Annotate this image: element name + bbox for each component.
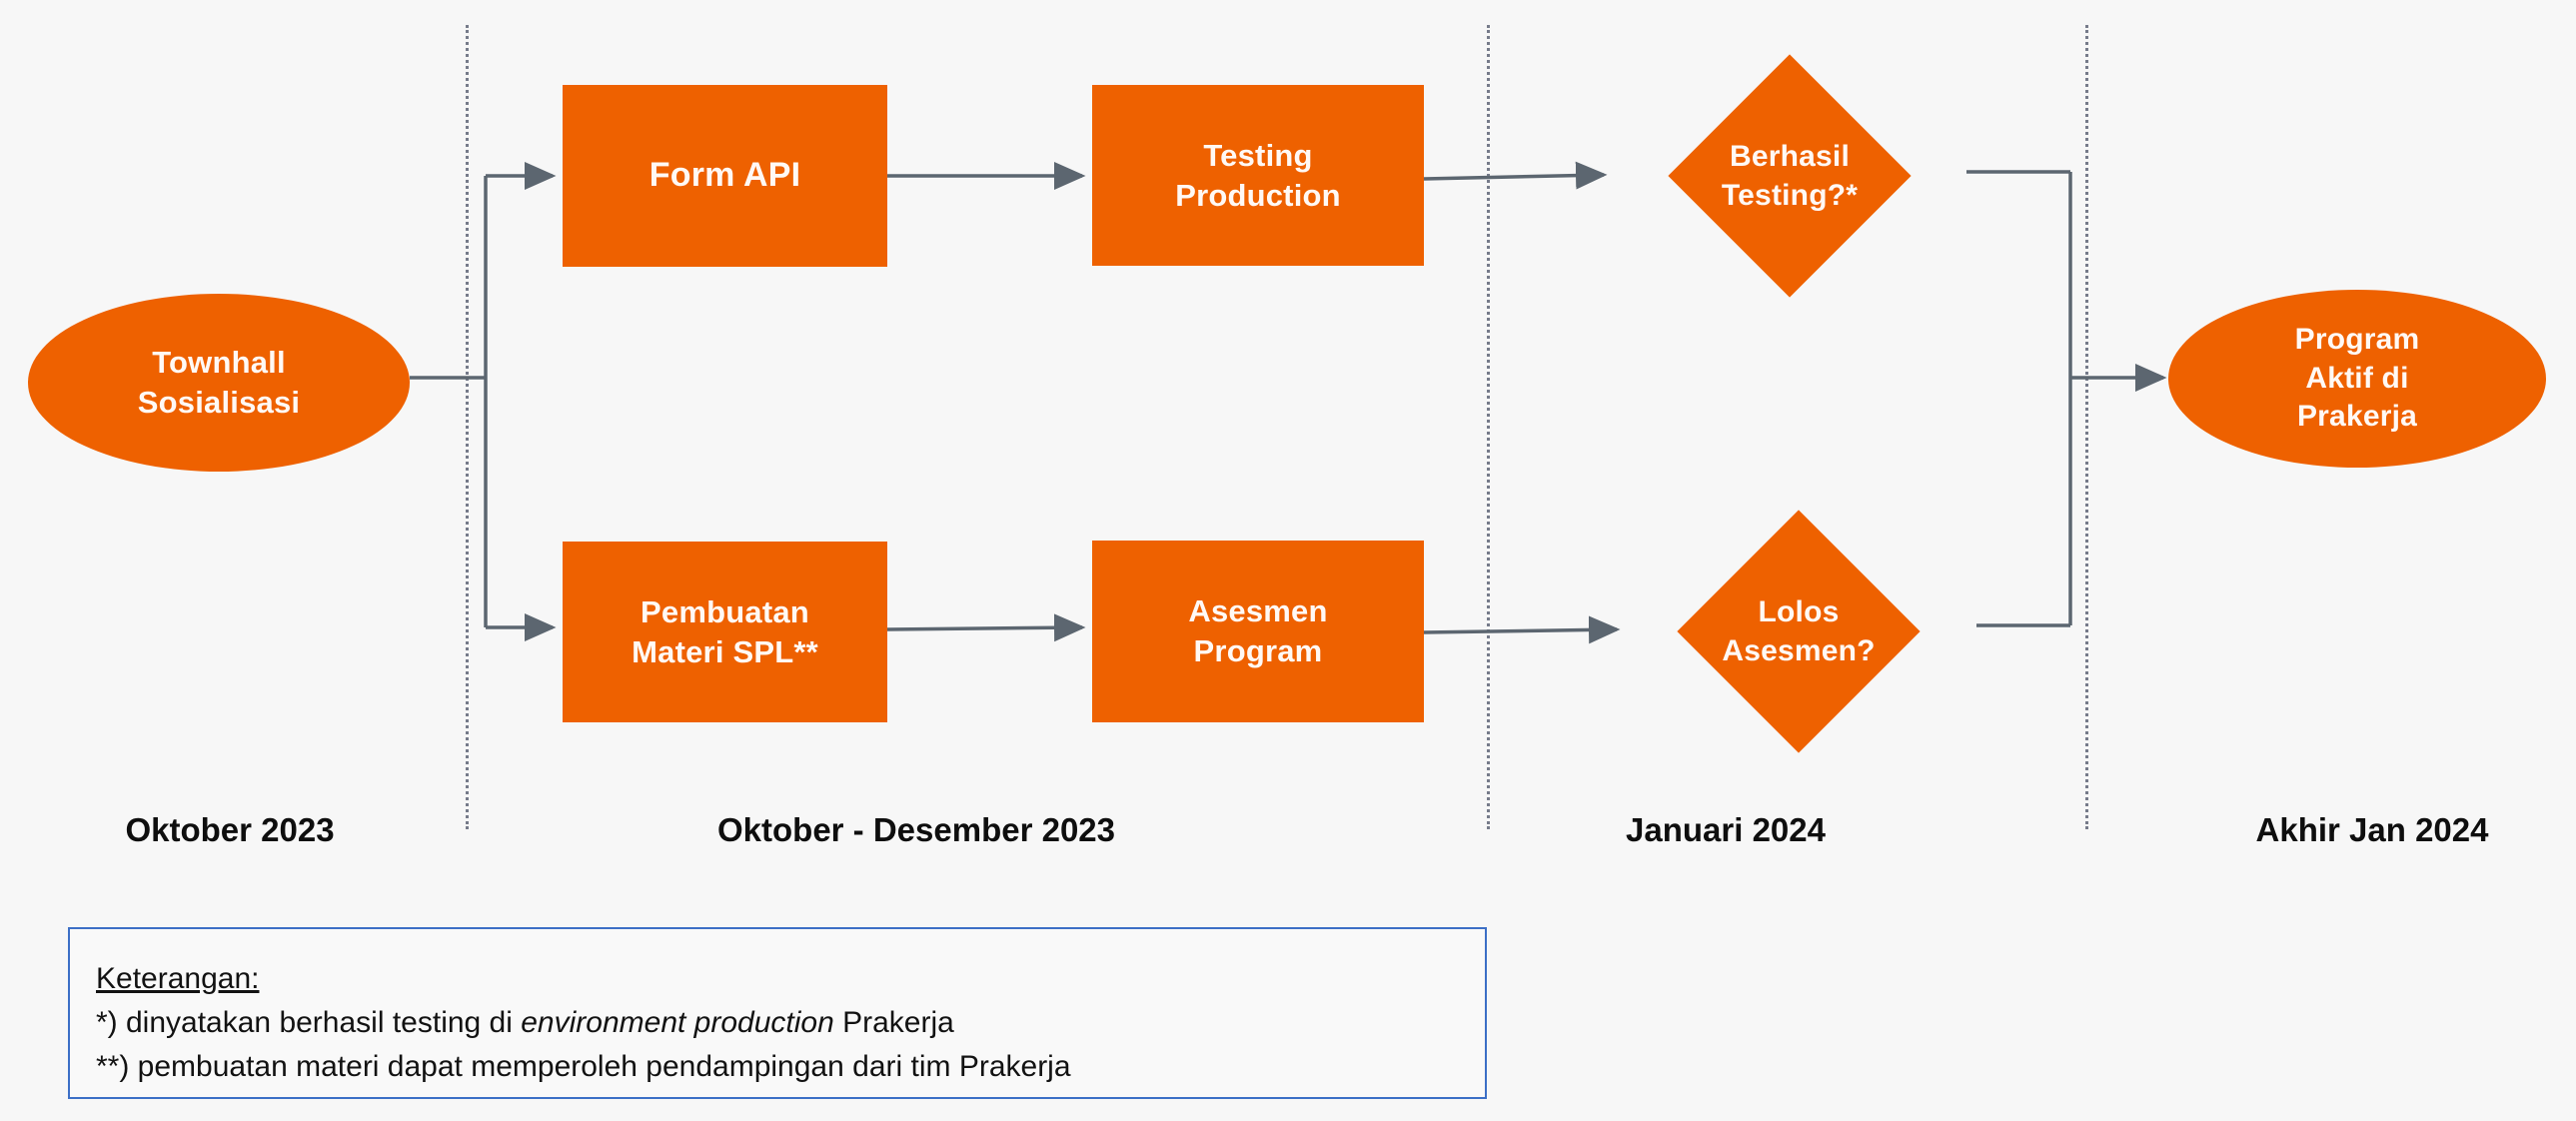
node-asesmen-program[interactable]: Asesmen Program [1092, 541, 1424, 722]
node-label: Berhasil Testing?* [1721, 140, 1859, 212]
node-label: Pembuatan Materi SPL** [632, 593, 818, 669]
phase-divider-1 [466, 25, 469, 829]
legend-note-1-prefix: *) dinyatakan berhasil testing di [96, 1005, 522, 1039]
node-berhasil-testing[interactable]: Berhasil Testing?* [1668, 54, 1912, 298]
legend-note-1-suffix: Prakerja [833, 1005, 954, 1039]
legend-title: Keterangan: [96, 962, 260, 995]
phase-label-oktober-desember-2023: Oktober - Desember 2023 [716, 811, 1116, 848]
node-program-aktif-di-prakerja[interactable]: Program Aktif di Prakerja [2168, 290, 2546, 468]
phase-label-akhir-jan-2024: Akhir Jan 2024 [2255, 811, 2489, 848]
node-label: Testing Production [1175, 137, 1341, 213]
edge-asesmen-program-to-lolos-asesmen [1423, 615, 1621, 644]
phase-label-januari-2024: Januari 2024 [1626, 811, 1826, 848]
phase-label-oktober-2023: Oktober 2023 [125, 811, 335, 848]
node-testing-production[interactable]: Testing Production [1092, 85, 1424, 266]
node-townhall-sosialisasi[interactable]: Townhall Sosialisasi [28, 294, 410, 472]
legend-note-1: *) dinyatakan berhasil testing di enviro… [96, 1001, 1485, 1045]
node-label: Lolos Asesmen? [1722, 595, 1876, 667]
node-pembuatan-materi-spl[interactable]: Pembuatan Materi SPL** [563, 542, 887, 722]
phase-divider-2 [1487, 25, 1490, 829]
node-form-api[interactable]: Form API [563, 85, 887, 267]
legend-note-2: **) pembuatan materi dapat memperoleh pe… [96, 1049, 1071, 1083]
phase-divider-3 [2085, 25, 2088, 829]
node-label: Townhall Sosialisasi [137, 345, 301, 420]
node-lolos-asesmen[interactable]: Lolos Asesmen? [1677, 510, 1921, 753]
legend-box: Keterangan: *) dinyatakan berhasil testi… [68, 927, 1487, 1099]
edge-testing-production-to-berhasil-testing [1423, 161, 1608, 190]
edge-pembuatan-materi-to-asesmen-program [886, 613, 1086, 642]
legend-note-1-italic: environment production [521, 1005, 834, 1039]
node-label: Program Aktif di Prakerja [2294, 323, 2420, 434]
node-label: Form API [648, 156, 801, 195]
node-label: Asesmen Program [1188, 593, 1328, 668]
